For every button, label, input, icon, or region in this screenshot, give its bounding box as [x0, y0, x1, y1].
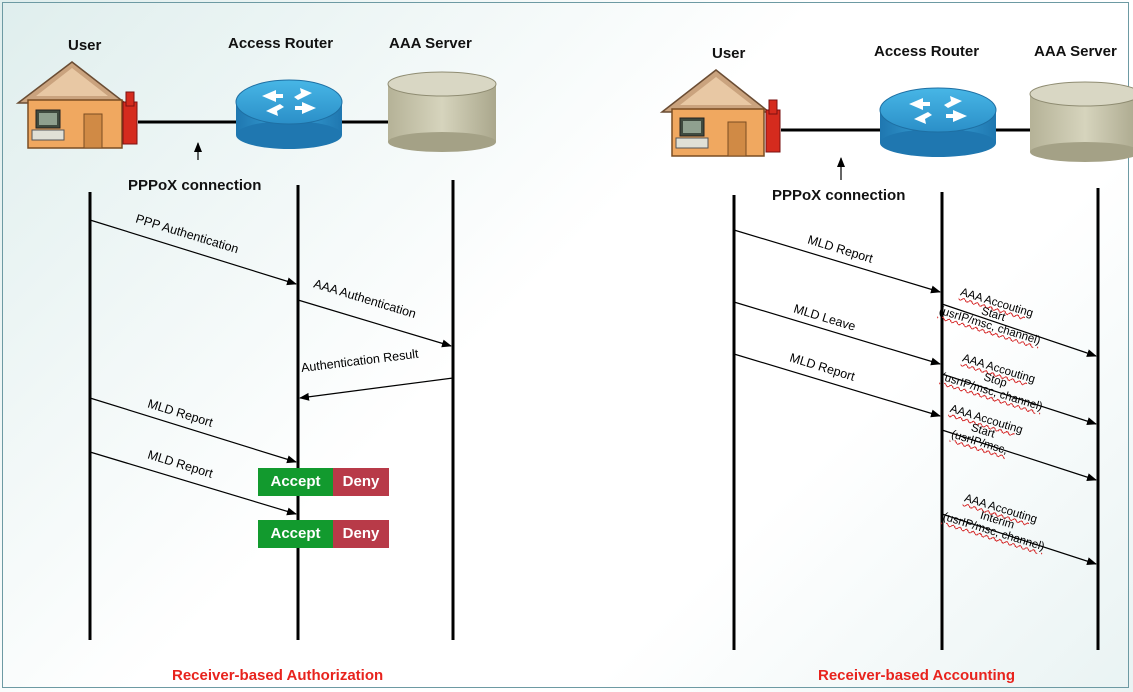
accounting-diagram-graphics [659, 69, 1133, 650]
authorization-panel: User Access Router AAA Server PPPoX conn… [0, 0, 560, 692]
access-router-header: Access Router [228, 35, 334, 52]
pppox-connection-label: PPPoX connection [772, 187, 906, 204]
accounting-caption: Receiver-based Accounting [818, 667, 1015, 684]
aaa-server-header: AAA Server [389, 35, 472, 52]
accept-button[interactable]: Accept [258, 468, 333, 496]
accounting-panel: User Access Router AAA Server PPPoX conn… [560, 0, 1133, 692]
router-icon [879, 87, 997, 157]
house-icon [659, 69, 781, 157]
authorization-diagram-graphics [15, 61, 497, 640]
house-icon [15, 61, 138, 149]
access-router-header: Access Router [874, 43, 980, 60]
accept-button[interactable]: Accept [258, 520, 333, 548]
aaa-server-header: AAA Server [1034, 43, 1117, 60]
aaa-server-icon [387, 71, 497, 152]
user-header: User [68, 37, 102, 54]
deny-button[interactable]: Deny [333, 520, 389, 548]
pppox-connection-label: PPPoX connection [128, 177, 262, 194]
deny-button[interactable]: Deny [333, 468, 389, 496]
user-header: User [712, 45, 746, 62]
authorization-caption: Receiver-based Authorization [172, 667, 384, 684]
router-icon [235, 79, 343, 149]
aaa-server-icon [1029, 81, 1133, 162]
